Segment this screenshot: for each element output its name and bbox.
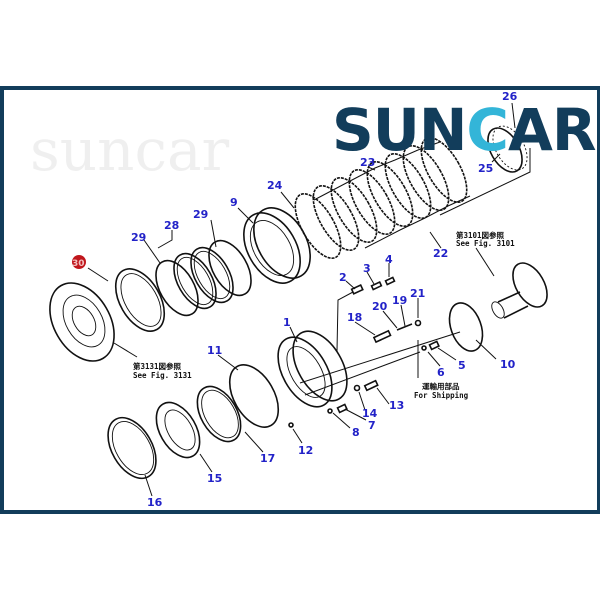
callout-12[interactable]: 12 — [298, 444, 313, 457]
note-shipping-jp: 運輸用部品 — [422, 381, 460, 391]
small-parts — [288, 276, 440, 428]
note-fig3101-en: See Fig. 3101 — [456, 239, 515, 248]
leader-lines — [87, 102, 516, 497]
callout-19[interactable]: 19 — [392, 294, 407, 307]
part-17-ring — [196, 385, 242, 443]
part-10-oring — [448, 302, 484, 352]
callout-10[interactable]: 10 — [500, 358, 516, 371]
callout-20[interactable]: 20 — [372, 300, 388, 313]
callout-7[interactable]: 7 — [368, 419, 376, 432]
callout-15[interactable]: 15 — [207, 472, 222, 485]
part-carrier-plate — [49, 282, 115, 362]
callout-21[interactable]: 21 — [410, 287, 425, 300]
part-11-oring — [228, 364, 280, 428]
part-29-28-rings — [155, 239, 252, 317]
callout-28[interactable]: 28 — [164, 219, 179, 232]
callout-5[interactable]: 5 — [458, 359, 466, 372]
callout-17[interactable]: 17 — [260, 452, 275, 465]
part-22-23-clutch-discs — [294, 137, 468, 259]
callout-4[interactable]: 4 — [385, 253, 393, 266]
logo-text-ar: AR — [508, 96, 596, 164]
callout-29[interactable]: 29 — [193, 208, 208, 221]
suncar-logo: SUNCAR — [332, 96, 597, 164]
callout-13[interactable]: 13 — [389, 399, 404, 412]
callout-8[interactable]: 8 — [352, 426, 360, 439]
callout-2[interactable]: 2 — [339, 271, 347, 284]
part-26-bearing — [487, 125, 528, 173]
callout-26[interactable]: 26 — [502, 90, 518, 103]
part-15-piston — [155, 401, 201, 459]
callout-18[interactable]: 18 — [347, 311, 362, 324]
note-fig3101-jp: 第3101図参照 — [456, 230, 505, 240]
callout-6[interactable]: 6 — [437, 366, 445, 379]
note-shipping-en: For Shipping — [414, 391, 469, 400]
note-fig3131-en: See Fig. 3131 — [133, 371, 192, 380]
callout-29[interactable]: 29 — [131, 231, 146, 244]
callout-22[interactable]: 22 — [433, 247, 448, 260]
watermark: suncar — [30, 116, 230, 184]
shaft-assembly — [491, 262, 548, 319]
callout-24[interactable]: 24 — [267, 179, 283, 192]
callout-3[interactable]: 3 — [363, 262, 371, 275]
part-1-housing — [277, 330, 348, 408]
callout-16[interactable]: 16 — [147, 496, 163, 509]
callout-23[interactable]: 23 — [360, 156, 375, 169]
note-fig3131-jp: 第3131図参照 — [133, 361, 182, 371]
logo-text-c: C — [466, 96, 508, 164]
callout-25[interactable]: 25 — [478, 162, 493, 175]
callout-9[interactable]: 9 — [230, 196, 238, 209]
svg-text:SUNCAR: SUNCAR — [332, 96, 596, 164]
logo-text-sun: SUN — [332, 96, 466, 164]
callout-30[interactable]: 30 — [72, 259, 85, 269]
callout-1[interactable]: 1 — [283, 316, 291, 329]
part-16-ring — [107, 416, 157, 480]
part-9-hub — [243, 207, 311, 284]
callout-11[interactable]: 11 — [207, 344, 222, 357]
callout-14[interactable]: 14 — [362, 407, 378, 420]
part-30-bearing-ring — [114, 268, 166, 332]
highlight-marker-30 — [72, 255, 86, 269]
